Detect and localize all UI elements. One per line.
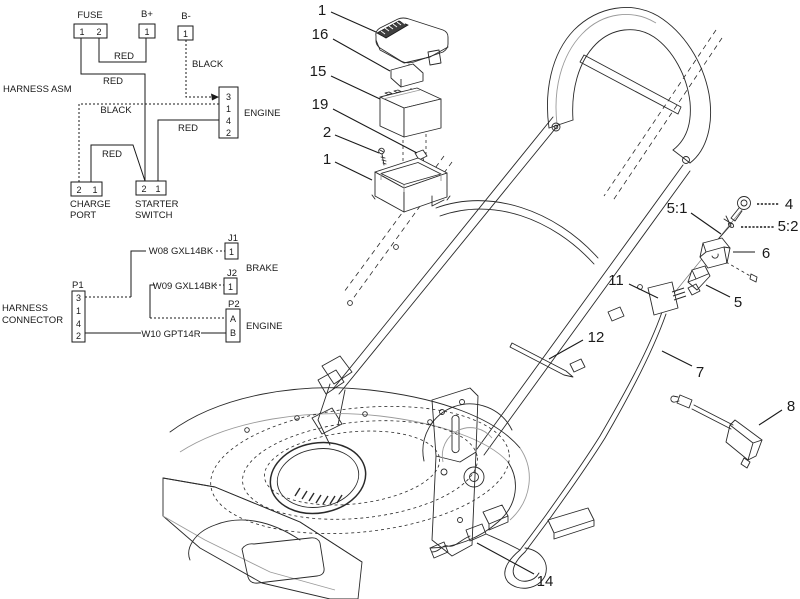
callout-14: 14 [537, 573, 554, 590]
wire-label-black-2: BLACK [100, 105, 132, 116]
b-minus-label: B- [181, 11, 191, 22]
fuse-pin-2: 2 [96, 27, 101, 37]
j2-pin-1: 1 [228, 282, 233, 292]
j1-pin-1: 1 [229, 247, 234, 257]
b-plus-pin: 1 [144, 27, 149, 37]
engine-pin-1: 1 [226, 104, 231, 114]
mower-line-art [162, 7, 763, 599]
wire-arrowhead [211, 93, 219, 101]
foam-pad [390, 63, 424, 88]
p1-pin-3: 3 [76, 293, 81, 303]
callout-16: 16 [312, 26, 329, 43]
starter-switch-label-2: SWITCH [135, 210, 173, 221]
j1-label: J1 [228, 233, 238, 244]
wire-label-black-1: BLACK [192, 59, 224, 70]
engine-hole-hatch [294, 487, 343, 505]
key-switch-assembly [647, 196, 758, 316]
callout-5-1: 5:1 [667, 200, 688, 217]
p1-pin-2: 2 [76, 331, 81, 341]
callout-5-2: 5:2 [778, 218, 799, 235]
wiring-schematic-harness-asm: HARNESS ASM RED RED BLACK BLACK RED RED … [3, 9, 280, 221]
wire-w08-label: W08 GXL14BK [149, 246, 214, 257]
b-plus-box [138, 23, 156, 39]
starter-switch-pin-2: 2 [141, 184, 146, 194]
battery-box-exploded-view [371, 17, 451, 213]
b-minus-box [177, 25, 194, 41]
battery-cover [375, 17, 449, 66]
cable-tie [509, 342, 574, 378]
harness-connector-label-1: HARNESS [2, 303, 48, 314]
callout-4: 4 [785, 196, 793, 213]
charge-port-box [70, 181, 103, 197]
engine-pin-2: 2 [226, 128, 231, 138]
handle-rails [311, 116, 691, 456]
callout-1-cover: 1 [318, 2, 326, 19]
charge-port-pin-2: 2 [76, 185, 81, 195]
callout-5: 5 [734, 294, 742, 311]
brake-label: BRAKE [246, 263, 278, 274]
battery [379, 87, 442, 138]
j2-label: J2 [227, 268, 237, 279]
callout-15: 15 [310, 63, 327, 80]
wire-label-red-4: RED [102, 149, 122, 160]
charge-port-label-2: PORT [70, 210, 96, 221]
wire-w09-label: W09 GXL14BK [153, 281, 218, 292]
callouts: 1 16 15 19 2 1 4 5:1 5:2 6 11 5 12 7 8 1… [310, 2, 799, 590]
wire-label-red-1: RED [114, 51, 134, 62]
wire-label-red-2: RED [103, 76, 123, 87]
fuse-pin-1: 1 [79, 27, 84, 37]
p1-pin-1: 1 [76, 306, 81, 316]
wire-w10-label: W10 GPT14R [141, 329, 200, 340]
callout-1-box: 1 [323, 151, 331, 168]
b-minus-pin: 1 [183, 29, 188, 39]
cable-assembly [429, 311, 667, 589]
fuse-label: FUSE [77, 10, 102, 21]
screw [378, 147, 387, 166]
callout-11: 11 [608, 272, 624, 289]
callout-19: 19 [312, 96, 329, 113]
j1-box [224, 242, 239, 260]
p2-label: P2 [228, 299, 240, 310]
engine-label: ENGINE [244, 108, 280, 119]
callout-2: 2 [323, 124, 331, 141]
harness-asm-label: HARNESS ASM [3, 84, 72, 95]
engine-connector-box [218, 86, 239, 139]
wire-label-red-3: RED [178, 123, 198, 134]
callout-12: 12 [588, 329, 605, 346]
callout-7: 7 [696, 364, 704, 381]
harness-connector-label-2: CONNECTOR [2, 315, 63, 326]
charge-port-pin-1: 1 [92, 185, 97, 195]
p2-pin-a: A [230, 314, 236, 324]
starter-switch-pin-1: 1 [155, 184, 160, 194]
handle-grip-loop [547, 7, 712, 164]
engine-pin-3: 3 [226, 92, 231, 102]
charger-part [670, 394, 763, 469]
j2-box [223, 277, 238, 295]
p1-pin-4: 4 [76, 319, 81, 329]
starter-switch-box [135, 180, 167, 196]
starter-switch-label-1: STARTER [135, 199, 179, 210]
engine-pin-4: 4 [226, 116, 231, 126]
callout-6: 6 [762, 245, 770, 262]
mower-deck [162, 387, 595, 599]
p2-pin-b: B [230, 328, 236, 338]
p2-box [225, 308, 241, 343]
charge-port-label-1: CHARGE [70, 199, 111, 210]
b-plus-label: B+ [141, 9, 153, 20]
battery-box [371, 157, 451, 213]
fuse-box [73, 23, 108, 39]
callout-8: 8 [787, 398, 795, 415]
wiring-schematic-harness-connector: HARNESS CONNECTOR W08 GXL14BK W09 GXL14B… [2, 233, 282, 343]
p1-label: P1 [72, 280, 84, 291]
connector-engine-label: ENGINE [246, 321, 282, 332]
p1-box [71, 290, 86, 343]
